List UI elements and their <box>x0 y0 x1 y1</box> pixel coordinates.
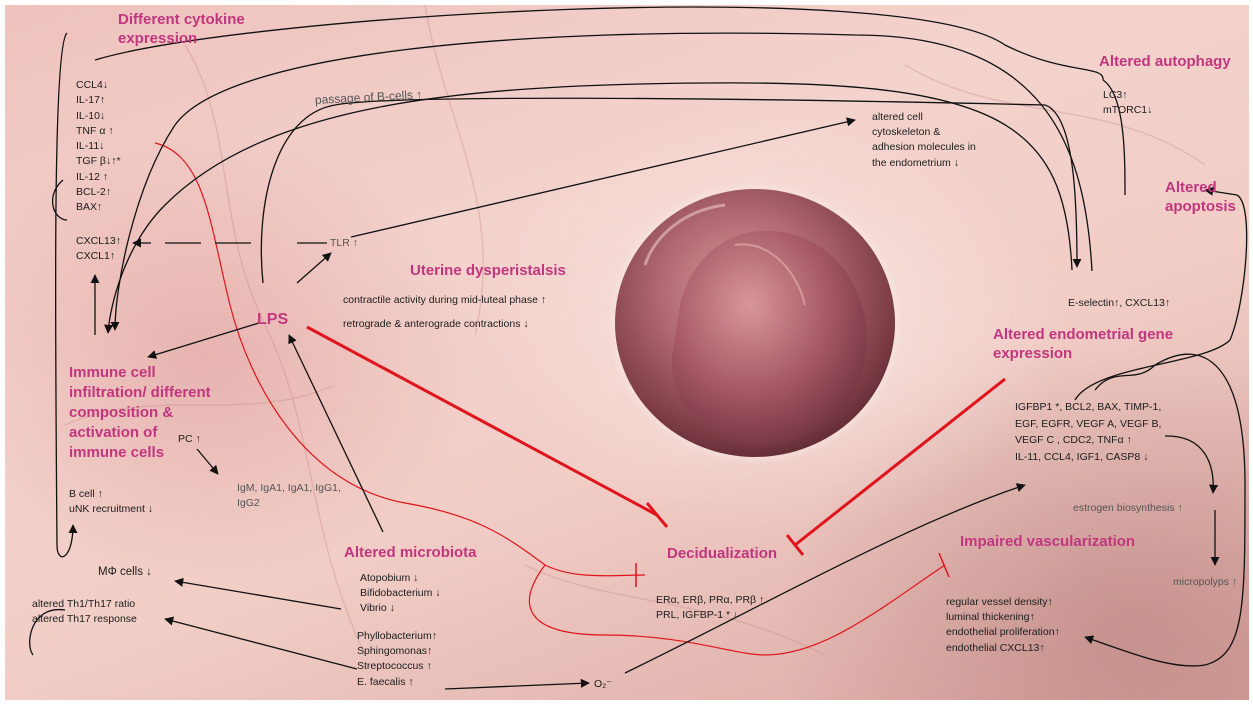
list-item: Sphingomonas↑ <box>357 644 437 659</box>
list-item: contractile activity during mid-luteal p… <box>343 288 546 312</box>
list-item: TGF β↓↑* <box>76 154 121 169</box>
heading-decidualization: Decidualization <box>667 544 777 563</box>
heading-line: Immune cell <box>69 363 211 383</box>
list-item: TNF α ↑ <box>76 124 121 139</box>
list-item: EGF, EGFR, VEGF A, VEGF B, <box>1015 416 1161 433</box>
list-item: IgM, IgA1, IgA1, IgG1, <box>237 481 341 496</box>
list-item: retrograde & anterograde contractions ↓ <box>343 312 546 336</box>
list-item: E. faecalis ↑ <box>357 675 437 690</box>
list-item: Streptococcus ↑ <box>357 659 437 674</box>
list-item: BCL-2↑ <box>76 185 121 200</box>
tlr-label: TLR ↑ <box>330 236 358 251</box>
list-item: IL-11↓ <box>76 139 121 154</box>
list-item: CXCL1↑ <box>76 249 121 264</box>
list-item: LC3↑ <box>1103 88 1152 103</box>
decidualization-list: ERα, ERβ, PRα, PRβ ↑ PRL, IGFBP-1 * ↓ <box>656 593 764 623</box>
text-line: altered cell <box>872 110 976 125</box>
heading-line: composition & <box>69 403 211 423</box>
text-line: cytoskeleton & <box>872 125 976 140</box>
cytokine-list: CCL4↓ IL-17↑ IL-10↓ TNF α ↑ IL-11↓ TGF β… <box>76 78 121 216</box>
heading-line: Different cytokine <box>118 10 245 29</box>
diagram-canvas: Different cytokine expression Altered au… <box>5 5 1249 700</box>
list-item: endothelial proliferation↑ <box>946 625 1060 640</box>
heading-altered-apoptosis: Altered apoptosis <box>1165 178 1236 216</box>
list-item: IL-11, CCL4, IGF1, CASP8 ↓ <box>1015 449 1161 466</box>
heading-line: Altered endometrial gene <box>993 325 1173 344</box>
heading-line: expression <box>993 344 1173 363</box>
list-item: CXCL13↑ <box>76 234 121 249</box>
list-item: BAX↑ <box>76 200 121 215</box>
heading-line: apoptosis <box>1165 197 1236 216</box>
macrophage-label: MΦ cells ↓ <box>98 565 152 580</box>
vascular-list: regular vessel density↑ luminal thickeni… <box>946 595 1060 656</box>
heading-cytokine-expression: Different cytokine expression <box>118 10 245 48</box>
th-response-list: altered Th1/Th17 ratio altered Th17 resp… <box>32 597 137 627</box>
heading-altered-microbiota: Altered microbiota <box>344 543 477 562</box>
list-item: Atopobium ↓ <box>360 571 441 586</box>
list-item: Phyllobacterium↑ <box>357 629 437 644</box>
heading-altered-autophagy: Altered autophagy <box>1099 52 1231 71</box>
dysperistalsis-list: contractile activity during mid-luteal p… <box>343 288 546 336</box>
list-item: ERα, ERβ, PRα, PRβ ↑ <box>656 593 764 608</box>
list-item: PRL, IGFBP-1 * ↓ <box>656 608 764 623</box>
list-item: IgG2 <box>237 496 341 511</box>
list-item: mTORC1↓ <box>1103 103 1152 118</box>
heading-altered-endometrial-gene-expression: Altered endometrial gene expression <box>993 325 1173 363</box>
list-item: Bifidobacterium ↓ <box>360 586 441 601</box>
micropolyps-label: micropolyps ↑ <box>1173 575 1237 590</box>
list-item: IGFBP1 *, BCL2, BAX, TIMP-1, <box>1015 399 1161 416</box>
heading-line: expression <box>118 29 245 48</box>
estrogen-biosynthesis-label: estrogen biosynthesis ↑ <box>1073 501 1183 516</box>
list-item: B cell ↑ <box>69 487 153 502</box>
list-item: CCL4↓ <box>76 78 121 93</box>
heading-impaired-vascularization: Impaired vascularization <box>960 532 1135 551</box>
list-item: IL-10↓ <box>76 109 121 124</box>
autophagy-list: LC3↑ mTORC1↓ <box>1103 88 1152 118</box>
heading-uterine-dysperistalsis: Uterine dysperistalsis <box>410 261 566 280</box>
list-item: endothelial CXCL13↑ <box>946 641 1060 656</box>
list-item: IL-12 ↑ <box>76 170 121 185</box>
heading-lps: LPS <box>257 309 288 330</box>
pc-label: PC ↑ <box>178 432 201 447</box>
heading-line: infiltration/ different <box>69 383 211 403</box>
microbiota-decreased-list: Atopobium ↓ Bifidobacterium ↓ Vibrio ↓ <box>360 571 441 617</box>
list-item: altered Th17 response <box>32 612 137 627</box>
list-item: VEGF C , CDC2, TNFα ↑ <box>1015 432 1161 449</box>
chemokine-list: CXCL13↑ CXCL1↑ <box>76 234 121 264</box>
embryo-illustration <box>607 181 903 465</box>
cytoskeleton-text: altered cell cytoskeleton & adhesion mol… <box>872 110 976 171</box>
list-item: uNK recruitment ↓ <box>69 502 153 517</box>
superoxide-label: O₂⁻ <box>594 677 612 692</box>
gene-list: IGFBP1 *, BCL2, BAX, TIMP-1, EGF, EGFR, … <box>1015 399 1161 465</box>
list-item: altered Th1/Th17 ratio <box>32 597 137 612</box>
text-line: the endometrium ↓ <box>872 156 976 171</box>
b-cell-list: B cell ↑ uNK recruitment ↓ <box>69 487 153 517</box>
heading-line: Altered <box>1165 178 1236 197</box>
heading-immune-cell-infiltration: Immune cell infiltration/ different comp… <box>69 363 211 463</box>
text-line: adhesion molecules in <box>872 140 976 155</box>
list-item: luminal thickening↑ <box>946 610 1060 625</box>
immunoglobulin-list: IgM, IgA1, IgA1, IgG1, IgG2 <box>237 481 341 511</box>
selectin-label: E-selectin↑, CXCL13↑ <box>1068 296 1170 311</box>
list-item: Vibrio ↓ <box>360 601 441 616</box>
list-item: IL-17↑ <box>76 93 121 108</box>
list-item: regular vessel density↑ <box>946 595 1060 610</box>
microbiota-increased-list: Phyllobacterium↑ Sphingomonas↑ Streptoco… <box>357 629 437 690</box>
